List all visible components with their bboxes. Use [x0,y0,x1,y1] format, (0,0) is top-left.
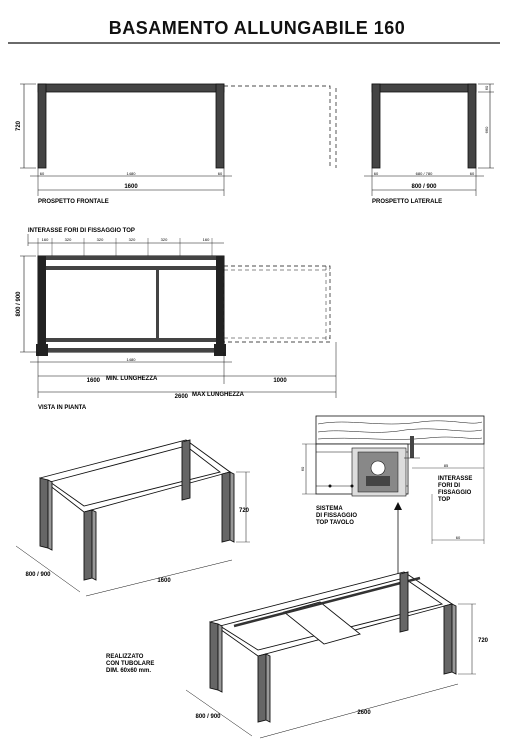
plan-min-value: 1600 [87,378,101,384]
front-tick-left: 60 [40,171,45,176]
detail-holes-label: FORI DI [438,483,460,489]
iso-view-extended [208,571,457,723]
plan-height-label: 800 / 900 [16,291,22,317]
side-height-left: 60 [484,85,489,90]
hole-spacing: 160 [42,237,49,242]
front-height-label: 720 [16,120,22,131]
plan-min-label: MIN. LUNGHEZZA [106,376,158,382]
iso2-depth-label: 800 / 900 [195,714,221,720]
plan-holes-title: INTERASSE FORI DI FISSAGGIO TOP [28,228,135,234]
iso-view-closed-dims: 720 800 / 900 1600 [15,471,250,597]
front-tick-right: 60 [218,171,223,176]
hole-spacing: 320 [97,237,104,242]
detail-holes-label: FISSAGGIO [438,490,472,496]
iso-view-extended-dims: REALIZZATO CON TUBOLARE DIM. 60x60 mm. 7… [106,603,489,739]
detail-bottom-dim: 60 [456,535,461,540]
plan-ext-value: 1000 [273,378,287,384]
detail-system-label: TOP TAVOLO [316,520,354,526]
plan-max-label: MAX LUNGHEZZA [192,392,245,398]
front-total-label: 1600 [124,184,138,190]
side-caption: PROSPETTO LATERALE [372,199,442,205]
iso1-length-label: 1600 [157,578,171,584]
iso2-note: REALIZZATO [106,654,144,660]
hole-spacing: 320 [65,237,72,242]
plan-max-value: 2600 [175,394,189,400]
plan-view: INTERASSE FORI DI FISSAGGIO TOP 160 320 … [16,228,337,411]
side-height-right: 660 [484,126,489,133]
iso1-depth-label: 800 / 900 [25,572,51,578]
iso2-note: CON TUBOLARE [106,661,154,667]
plan-inner-label: 1480 [127,357,137,362]
side-total-label: 800 / 900 [411,184,437,190]
fixing-detail: 60 85 60 INTERASSE FORI DI FISSAGGIO TOP… [300,415,485,580]
hole-spacing: 320 [161,237,168,242]
side-tick-right: 60 [470,171,475,176]
front-view: 720 60 1480 60 1600 PROSPETTO FRONTALE [16,83,337,205]
front-caption: PROSPETTO FRONTALE [38,199,109,205]
page-title: BASAMENTO ALLUNGABILE 160 [108,18,406,38]
iso-view-closed [38,439,235,581]
detail-holes-label: TOP [438,497,450,503]
detail-left-dim: 60 [300,466,305,471]
front-inner-label: 1480 [127,171,137,176]
detail-holes-label: INTERASSE [438,476,472,482]
detail-system-label: DI FISSAGGIO [316,513,357,519]
iso2-height-label: 720 [478,638,489,644]
hole-spacing: 320 [129,237,136,242]
side-tick-left: 60 [374,171,379,176]
iso2-length-label: 2600 [357,710,371,716]
detail-small-dim: 85 [444,463,449,468]
iso2-note: DIM. 60x60 mm. [106,668,151,674]
plan-caption: VISTA IN PIANTA [38,405,87,411]
hole-spacing: 160 [203,237,210,242]
iso1-height-label: 720 [239,508,250,514]
detail-system-label: SISTEMA [316,506,343,512]
side-inner-label: 680 / 780 [416,171,433,176]
side-view: 60 660 60 680 / 780 60 800 / 900 PROSPET… [364,83,494,205]
